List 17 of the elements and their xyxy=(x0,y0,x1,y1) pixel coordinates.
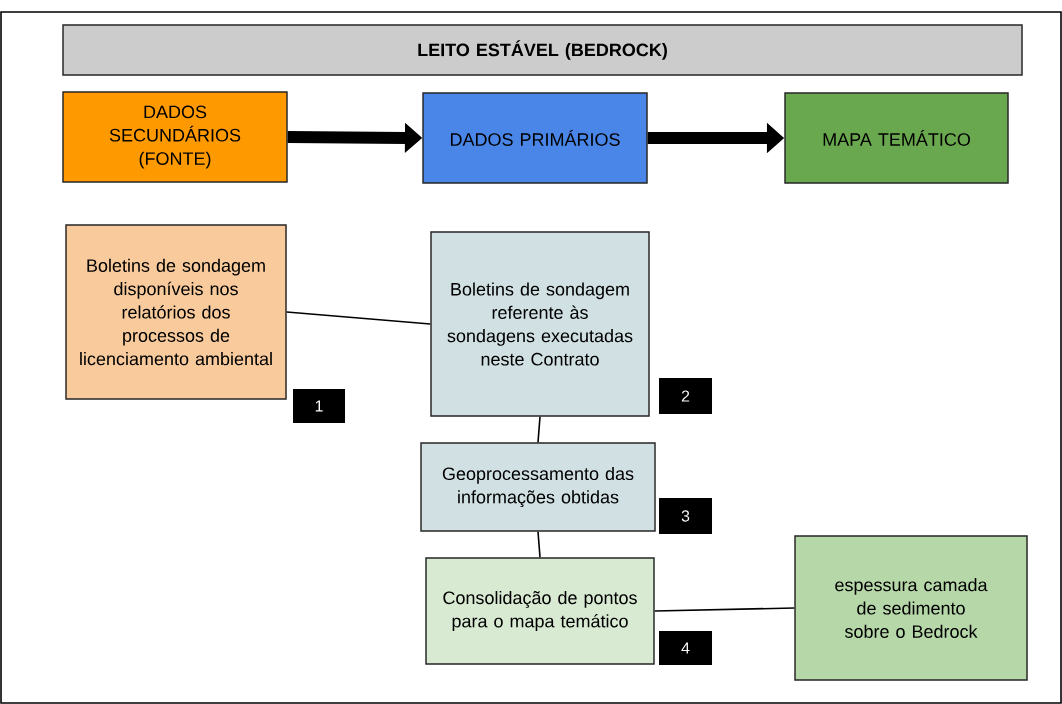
title-band: LEITO ESTÁVEL (BEDROCK) xyxy=(62,24,1023,76)
process-box: Consolidação de pontos para o mapa temático xyxy=(425,557,655,665)
connector-line xyxy=(537,530,541,559)
callout-number: 3 xyxy=(659,498,712,534)
header-box: DADOS PRIMÁRIOS xyxy=(422,92,648,184)
header-box: DADOS SECUNDÁRIOS (FONTE) xyxy=(62,91,288,183)
header-box: MAPA TEMÁTICO xyxy=(784,92,1009,184)
process-box: Geoprocessamento das informações obtidas xyxy=(420,442,656,532)
connector-line xyxy=(285,311,432,325)
callout-number: 1 xyxy=(293,389,345,423)
process-box: Boletins de sondagem disponíveis nos relatórios dos processos de licenciamento ambiental xyxy=(65,224,287,400)
connector-line xyxy=(653,607,796,612)
callout-number: 2 xyxy=(659,378,712,414)
connector-line xyxy=(537,415,541,444)
callout-number: 4 xyxy=(659,631,712,665)
process-box: espessura camada de sedimento sobre o Bedrock xyxy=(794,535,1028,681)
process-box: Boletins de sondagem referente às sondagens executadas neste Contrato xyxy=(430,231,650,417)
